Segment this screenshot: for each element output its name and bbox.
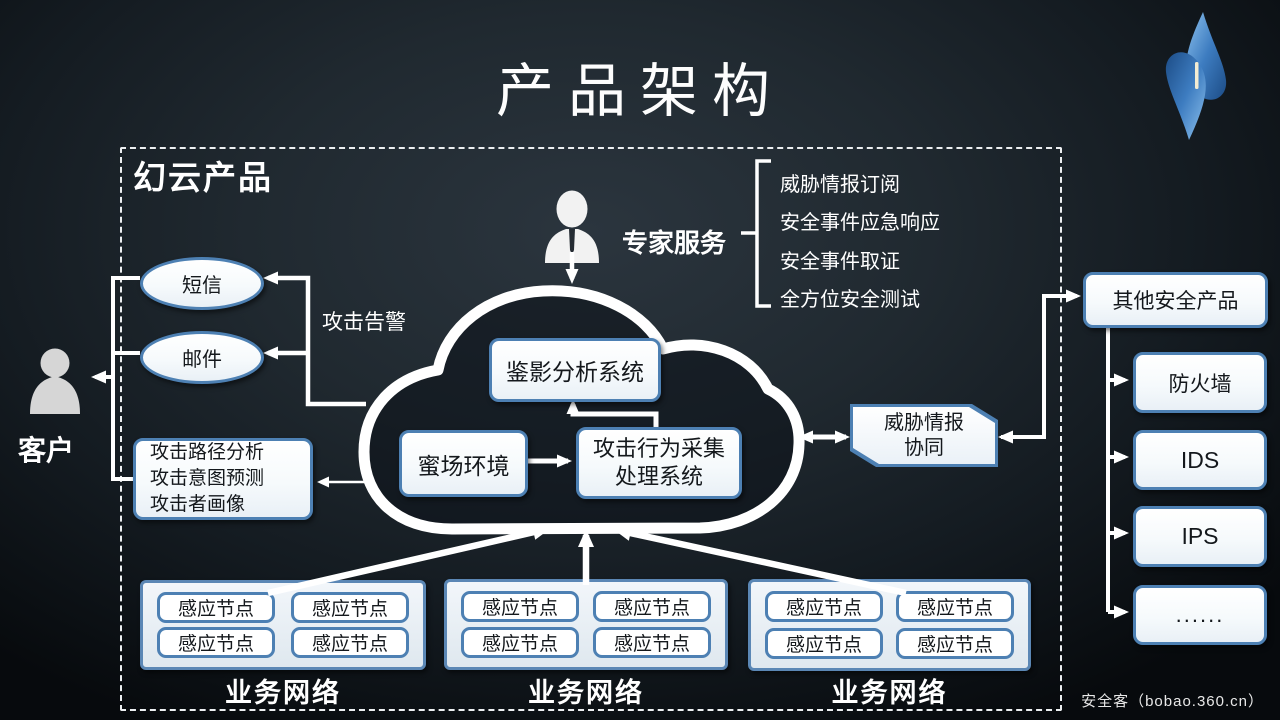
sensor-node: 感应节点 (157, 592, 275, 623)
sensor-node: 感应节点 (593, 591, 711, 622)
attack-analysis-line: 攻击者画像 (150, 494, 246, 515)
expert-service-item: 全方位安全测试 (780, 289, 920, 311)
sensor-node: 感应节点 (291, 627, 409, 658)
watermark: 安全客（bobao.360.cn） (1081, 693, 1264, 710)
network-group-2: 感应节点 感应节点 感应节点 感应节点 (444, 579, 728, 670)
customer-label: 客户 (18, 435, 75, 466)
attack-analysis-box: 攻击路径分析 攻击意图预测 攻击者画像 (133, 438, 313, 520)
brand-flame-logo (1165, 12, 1227, 140)
customer-person-icon (30, 348, 80, 414)
sensor-node: 感应节点 (765, 591, 883, 622)
other-products-box: 其他安全产品 (1083, 272, 1268, 328)
product-boundary-label: 幻云产品 (133, 159, 273, 196)
collection-line: 攻击行为采集 (592, 436, 725, 461)
sensor-node: 感应节点 (765, 628, 883, 659)
sensor-node: 感应节点 (896, 591, 1014, 622)
honeypot-box: 蜜场环境 (399, 430, 528, 497)
product-boundary (120, 147, 1062, 711)
email-node: 邮件 (140, 331, 264, 384)
attack-analysis-line: 攻击路径分析 (150, 442, 265, 463)
expert-service-label: 专家服务 (622, 228, 727, 258)
sensor-node: 感应节点 (593, 627, 711, 658)
collection-line: 处理系统 (614, 464, 703, 489)
more-products-box: ...... (1133, 585, 1267, 645)
sensor-node: 感应节点 (291, 592, 409, 623)
collection-box: 攻击行为采集 处理系统 (576, 427, 742, 499)
sensor-node: 感应节点 (461, 627, 579, 658)
sensor-node: 感应节点 (896, 628, 1014, 659)
sensor-node: 感应节点 (461, 591, 579, 622)
network-label: 业务网络 (225, 678, 341, 708)
threat-intel-line: 协同 (904, 436, 944, 459)
expert-service-item: 威胁情报订阅 (780, 174, 900, 196)
network-label: 业务网络 (831, 678, 948, 708)
expert-service-item: 安全事件取证 (780, 251, 900, 273)
threat-intel-box: 威胁情报 协同 (850, 404, 998, 467)
sensor-node: 感应节点 (157, 627, 275, 658)
expert-service-item: 安全事件应急响应 (780, 212, 940, 234)
firewall-box: 防火墙 (1133, 352, 1267, 413)
expert-person-icon (545, 190, 599, 263)
analysis-system-box: 鉴影分析系统 (489, 338, 661, 402)
sms-node: 短信 (140, 257, 264, 310)
attack-alert-label: 攻击告警 (322, 311, 406, 334)
attack-analysis-line: 攻击意图预测 (150, 468, 265, 489)
threat-intel-box-inner: 威胁情报 协同 (853, 407, 995, 464)
threat-intel-line: 威胁情报 (884, 411, 964, 434)
network-group-3: 感应节点 感应节点 感应节点 感应节点 (748, 579, 1031, 671)
network-label: 业务网络 (528, 678, 644, 708)
arrowheads (91, 269, 1129, 619)
page-title: 产品架构 (495, 57, 784, 125)
network-group-1: 感应节点 感应节点 感应节点 感应节点 (140, 580, 426, 670)
ips-box: IPS (1133, 506, 1267, 567)
ids-box: IDS (1133, 430, 1267, 490)
